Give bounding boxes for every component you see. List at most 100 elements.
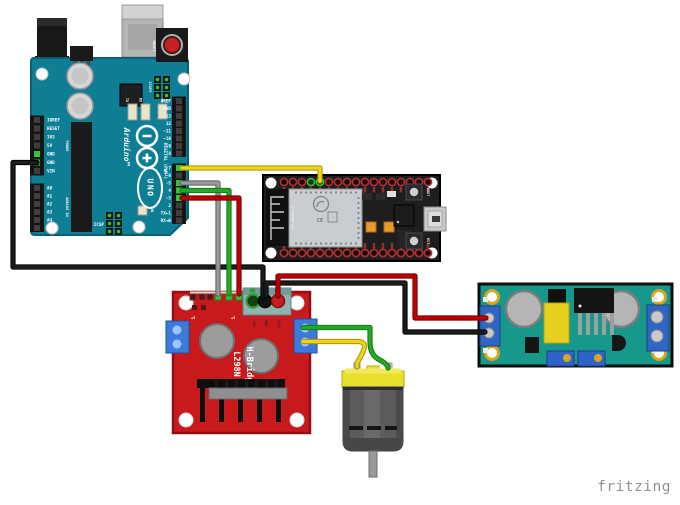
arduino-uno-board[interactable]: RESET ICSP2 bbox=[30, 4, 191, 236]
icsp-label: ICSP bbox=[94, 222, 105, 228]
capacitor-top bbox=[71, 67, 89, 85]
regulator-terminal-right[interactable] bbox=[646, 304, 670, 352]
rst-button[interactable]: RST bbox=[405, 232, 430, 250]
mount-hole bbox=[45, 221, 59, 235]
on-led bbox=[137, 205, 148, 216]
smd-capacitor bbox=[383, 221, 395, 233]
analog-pin-labels: A0 A1 A2 A3 A4 A5 bbox=[47, 186, 53, 232]
wire-green-outline bbox=[179, 187, 232, 297]
wire-black-arduino-l298n[interactable] bbox=[11, 160, 265, 299]
svg-text:A3: A3 bbox=[47, 210, 53, 216]
motor-vent bbox=[385, 426, 397, 430]
wire-green-d4-l298n[interactable] bbox=[180, 188, 231, 296]
svg-text:5V: 5V bbox=[47, 143, 53, 149]
capacitor bbox=[243, 338, 279, 374]
dc-motor[interactable] bbox=[341, 362, 405, 478]
esp-wroom-module: ESP-WROOM-32 CE bbox=[288, 188, 363, 248]
usb-uart-chip bbox=[393, 204, 415, 227]
mount-hole bbox=[35, 67, 49, 81]
boot-label: BOOT bbox=[426, 188, 430, 197]
analog-caption: ANALOG IN bbox=[65, 197, 69, 216]
wire-gray-d5-l298n[interactable] bbox=[180, 181, 220, 296]
l298n-motor-terminal-right[interactable] bbox=[293, 318, 318, 354]
regulator-terminal-left[interactable] bbox=[479, 305, 501, 347]
svg-text:~6: ~6 bbox=[166, 173, 172, 179]
svg-text:RESET: RESET bbox=[47, 126, 60, 132]
pin-d4[interactable] bbox=[176, 187, 182, 194]
motor-vent bbox=[367, 426, 381, 430]
pad bbox=[652, 297, 657, 302]
svg-text:~10: ~10 bbox=[163, 136, 171, 142]
wire-red-l298n-regulator[interactable] bbox=[276, 274, 488, 320]
trimpot[interactable] bbox=[577, 350, 606, 367]
terminal-5v[interactable] bbox=[245, 293, 261, 309]
pin-d7[interactable] bbox=[176, 165, 182, 171]
power-header[interactable]: IOREF RESET 3V3 5V GND GND VIN POWER bbox=[30, 115, 69, 176]
mount-hole bbox=[177, 72, 191, 86]
wire-green-l298n-motor[interactable] bbox=[301, 325, 390, 370]
motor-vent bbox=[349, 426, 363, 430]
mount-hole bbox=[178, 412, 194, 428]
l298n-board[interactable]: +5 +5 +5V GND +12V bbox=[165, 287, 318, 435]
svg-text:A2: A2 bbox=[47, 202, 53, 208]
esp32-connected-pin[interactable] bbox=[306, 177, 316, 187]
label-gnd: GND bbox=[264, 320, 268, 327]
pin-d5[interactable] bbox=[176, 180, 182, 186]
usb-chip bbox=[119, 83, 143, 107]
power-pin-labels: IOREF RESET 3V3 5V GND GND VIN bbox=[47, 118, 60, 175]
wire-black-l298n-regulator[interactable] bbox=[264, 281, 487, 334]
tx-label: TX bbox=[125, 98, 129, 103]
svg-text:~11: ~11 bbox=[163, 129, 171, 135]
lm2596-chip bbox=[574, 288, 614, 335]
svg-text:GND: GND bbox=[163, 106, 171, 112]
pad bbox=[483, 297, 488, 302]
boot-button[interactable]: BOOT bbox=[405, 183, 430, 201]
svg-text:~9: ~9 bbox=[166, 144, 172, 150]
digital-header[interactable]: AREF GND 13 12 ~11 ~10 ~9 8 7 ~6 ~5 4 ~3… bbox=[161, 96, 186, 225]
plus5-left: +5 bbox=[191, 316, 195, 320]
on-label: ON bbox=[150, 208, 154, 212]
regulator-module[interactable] bbox=[477, 282, 674, 368]
reset-button[interactable]: RESET bbox=[152, 28, 188, 62]
wire-yellow-l298n-motor[interactable] bbox=[301, 339, 366, 369]
l298-chip bbox=[208, 387, 288, 400]
wire-yellow-d7-esp32[interactable] bbox=[180, 166, 322, 183]
fcc-mark bbox=[327, 211, 338, 223]
pin-d3[interactable] bbox=[176, 195, 182, 201]
screw-out-minus[interactable] bbox=[650, 329, 664, 343]
svg-text:4: 4 bbox=[168, 188, 171, 194]
icsp2-header: ICSP2 bbox=[148, 76, 170, 99]
ce-mark: CE bbox=[317, 218, 324, 224]
icsp2-label: ICSP2 bbox=[148, 82, 152, 93]
wire-red-d3-l298n[interactable] bbox=[180, 196, 241, 296]
smd-component bbox=[548, 289, 566, 303]
trimpot[interactable] bbox=[546, 350, 575, 367]
svg-text:8: 8 bbox=[168, 151, 171, 157]
l298n-motor-terminal-left[interactable] bbox=[165, 320, 190, 354]
smd-component bbox=[376, 193, 386, 200]
arduino-text: Arduino™ bbox=[122, 127, 132, 167]
power-caption: POWER bbox=[65, 141, 69, 153]
digital-pin-labels: AREF GND 13 12 ~11 ~10 ~9 8 7 ~6 ~5 4 ~3… bbox=[161, 99, 172, 225]
smd-component bbox=[525, 337, 539, 353]
screw-out-plus[interactable] bbox=[650, 310, 664, 324]
smd-component bbox=[362, 193, 372, 200]
analog-header[interactable]: A0 A1 A2 A3 A4 A5 ANALOG IN bbox=[30, 183, 69, 233]
rx-led bbox=[140, 103, 151, 121]
smd-component bbox=[387, 191, 396, 197]
mount-hole bbox=[132, 220, 146, 234]
esp32-bottom-pins[interactable] bbox=[279, 248, 433, 258]
status-leds: TX RX L ON bbox=[125, 98, 168, 216]
esp32-board[interactable]: ESP-WROOM-32 CE BOOT RST bbox=[262, 174, 447, 262]
uno-text: UNO bbox=[146, 179, 155, 198]
reset-label: RESET bbox=[152, 41, 156, 52]
svg-text:A4: A4 bbox=[47, 218, 53, 224]
motor-seam bbox=[343, 387, 403, 390]
svg-text:AREF: AREF bbox=[161, 99, 172, 105]
svg-text:A1: A1 bbox=[47, 194, 53, 200]
chip-dot bbox=[396, 220, 400, 224]
label-12v: +12V bbox=[277, 320, 281, 329]
digital-pins bbox=[176, 98, 182, 224]
micro-usb-connector bbox=[423, 206, 447, 232]
pin-gnd1[interactable] bbox=[34, 151, 40, 157]
